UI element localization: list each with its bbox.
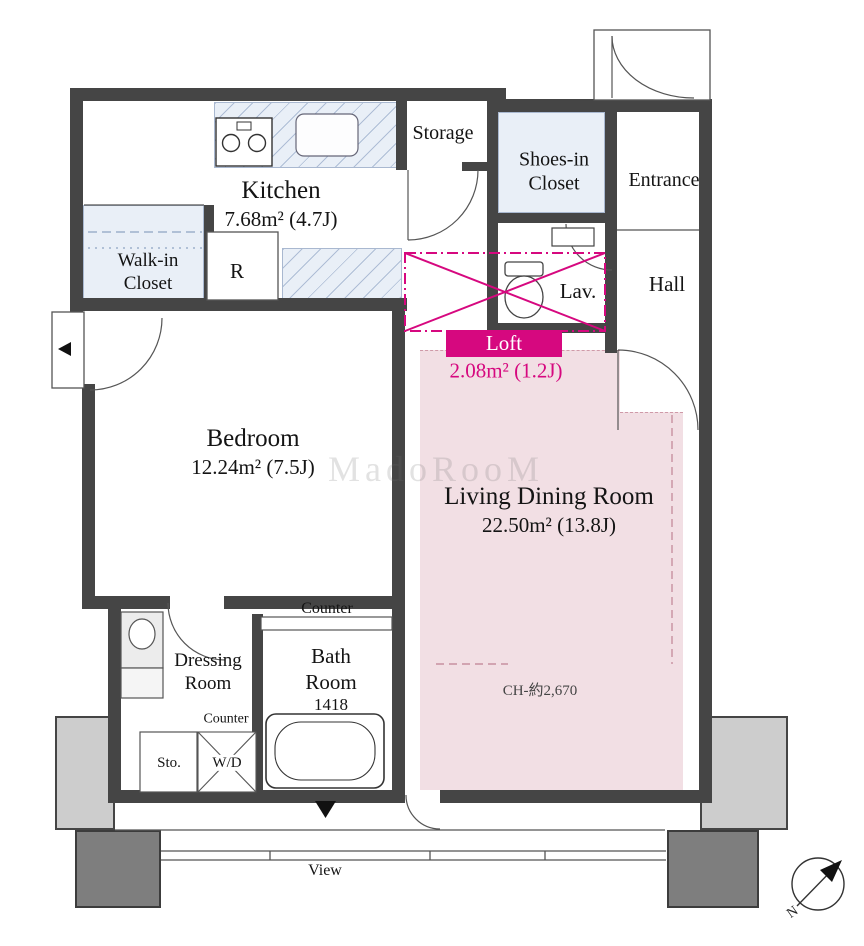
living-dining-area-label: 22.50m² (13.8J) <box>481 512 617 537</box>
wall-segment <box>487 88 498 170</box>
shoes-in-closet-area <box>498 112 605 213</box>
bath-room-line2: Room <box>305 669 357 694</box>
counter-main-label: Counter <box>301 600 353 618</box>
wall-segment <box>487 170 498 333</box>
wall-segment <box>487 213 617 223</box>
view-label: View <box>308 862 342 880</box>
wall-segment <box>70 298 407 311</box>
kitchen-area-label: 7.68m² (4.7J) <box>224 206 338 231</box>
living-dining-label: Living Dining Room 22.50m² (13.8J) <box>444 482 654 538</box>
bathtub-icon <box>265 713 385 789</box>
kitchen-sink-icon <box>295 113 359 157</box>
wall-segment <box>70 88 83 316</box>
bath-room-label: Bath Room 1418 <box>305 644 356 716</box>
bath-room-line1: Bath <box>311 644 351 669</box>
kitchen-label: Kitchen 7.68m² (4.7J) <box>224 176 337 232</box>
washer-dryer-text: W/D <box>210 754 244 771</box>
compass-icon: N <box>784 857 845 922</box>
loft-label: Loft <box>485 331 523 355</box>
wall-segment <box>396 88 407 170</box>
bath-room-size: 1418 <box>314 695 348 715</box>
walk-in-closet-line1: Walk-in <box>117 249 179 271</box>
wall-segment <box>605 223 617 333</box>
storage-small-label: Sto. <box>157 754 181 771</box>
shoes-in-closet-label: Shoes-in Closet <box>519 148 589 197</box>
refrigerator-label: R <box>229 259 245 284</box>
wall-segment <box>252 614 263 794</box>
loft-edge-dashed-lines <box>436 415 673 665</box>
structure-block-left <box>75 830 161 908</box>
walk-in-closet-area <box>83 205 204 300</box>
pillar-right <box>700 716 788 830</box>
wall-segment <box>496 99 712 112</box>
hall-label: Hall <box>648 272 686 297</box>
watermark: MadoRooM <box>327 449 545 489</box>
structure-block-right <box>667 830 759 908</box>
entrance-label: Entrance <box>628 168 700 191</box>
toilet-icon <box>504 261 544 319</box>
wall-segment <box>108 790 404 803</box>
kitchen-name: Kitchen <box>241 176 321 204</box>
wall-segment <box>462 162 498 171</box>
bedroom-name: Bedroom <box>206 424 300 452</box>
wall-segment <box>224 596 405 609</box>
wall-segment <box>487 323 617 333</box>
lav-counter-icon <box>551 227 595 247</box>
washbasin-icon <box>120 611 164 699</box>
loft-area-label: 2.08m² (1.2J) <box>449 358 563 383</box>
stove-icon <box>215 117 273 167</box>
washer-dryer-label: W/D <box>210 754 244 772</box>
closet-rail-lines <box>88 231 202 249</box>
wall-segment <box>605 333 617 353</box>
walk-in-closet-line2: Closet <box>123 273 173 294</box>
wall-segment <box>82 384 95 609</box>
wall-segment <box>605 99 617 223</box>
wall-segment <box>108 596 121 803</box>
storage-label: Storage <box>412 121 474 144</box>
wall-segment <box>82 596 170 609</box>
sto-box <box>139 731 198 793</box>
shoes-in-closet-line2: Closet <box>528 173 580 195</box>
compass-letter: N <box>784 904 801 922</box>
living-dining-name: Living Dining Room <box>444 482 654 510</box>
dressing-room-line2: Room <box>184 673 232 694</box>
ceiling-height-label: CH-約2,670 <box>502 682 578 699</box>
wall-segment <box>699 99 712 803</box>
wall-segment <box>440 790 712 803</box>
wall-segment <box>392 310 405 803</box>
counter-outline <box>260 616 393 631</box>
dressing-room-label: Dressing Room <box>174 649 242 695</box>
bedroom-label: Bedroom 12.24m² (7.5J) <box>191 424 315 480</box>
thin-structure-lines <box>51 29 711 861</box>
living-dining-highlight-left <box>420 350 620 790</box>
counter-small-label: Counter <box>203 711 249 727</box>
view-direction-triangle <box>315 801 336 818</box>
lavatory-label: Lav. <box>559 279 597 304</box>
walk-in-closet-label: Walk-in Closet <box>118 249 179 295</box>
shoes-in-closet-line1: Shoes-in <box>519 148 589 171</box>
bedroom-area-label: 12.24m² (7.5J) <box>191 454 315 479</box>
door-swing-arcs <box>89 35 699 830</box>
niche-marker-triangle <box>58 342 71 356</box>
loft-tag: Loft <box>446 330 562 357</box>
dressing-room-line1: Dressing <box>174 649 242 671</box>
